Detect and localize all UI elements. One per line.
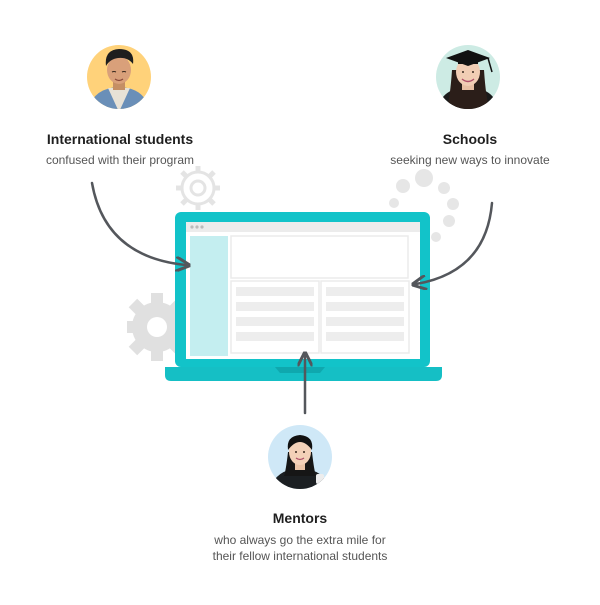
- schools-description: seeking new ways to innovate: [390, 153, 550, 167]
- gear-icon-top: [176, 166, 220, 210]
- international-students-description: confused with their program: [45, 153, 195, 167]
- student-avatar: [87, 45, 151, 109]
- arrow-icon: [90, 181, 494, 415]
- decor-bubbles: [389, 169, 459, 242]
- international-students-title: International students: [46, 131, 194, 147]
- mentors-title: Mentors: [272, 510, 328, 526]
- mentors-description: who always go the extra mile for their f…: [150, 532, 450, 564]
- mentors-description-line-1: who always go the extra mile for: [214, 533, 386, 547]
- mentor-avatar: [268, 425, 332, 489]
- mentors-description-line-2: their fellow international students: [212, 549, 388, 563]
- graduate-avatar: [436, 45, 500, 109]
- laptop-icon: [165, 212, 442, 381]
- schools-title: Schools: [442, 131, 498, 147]
